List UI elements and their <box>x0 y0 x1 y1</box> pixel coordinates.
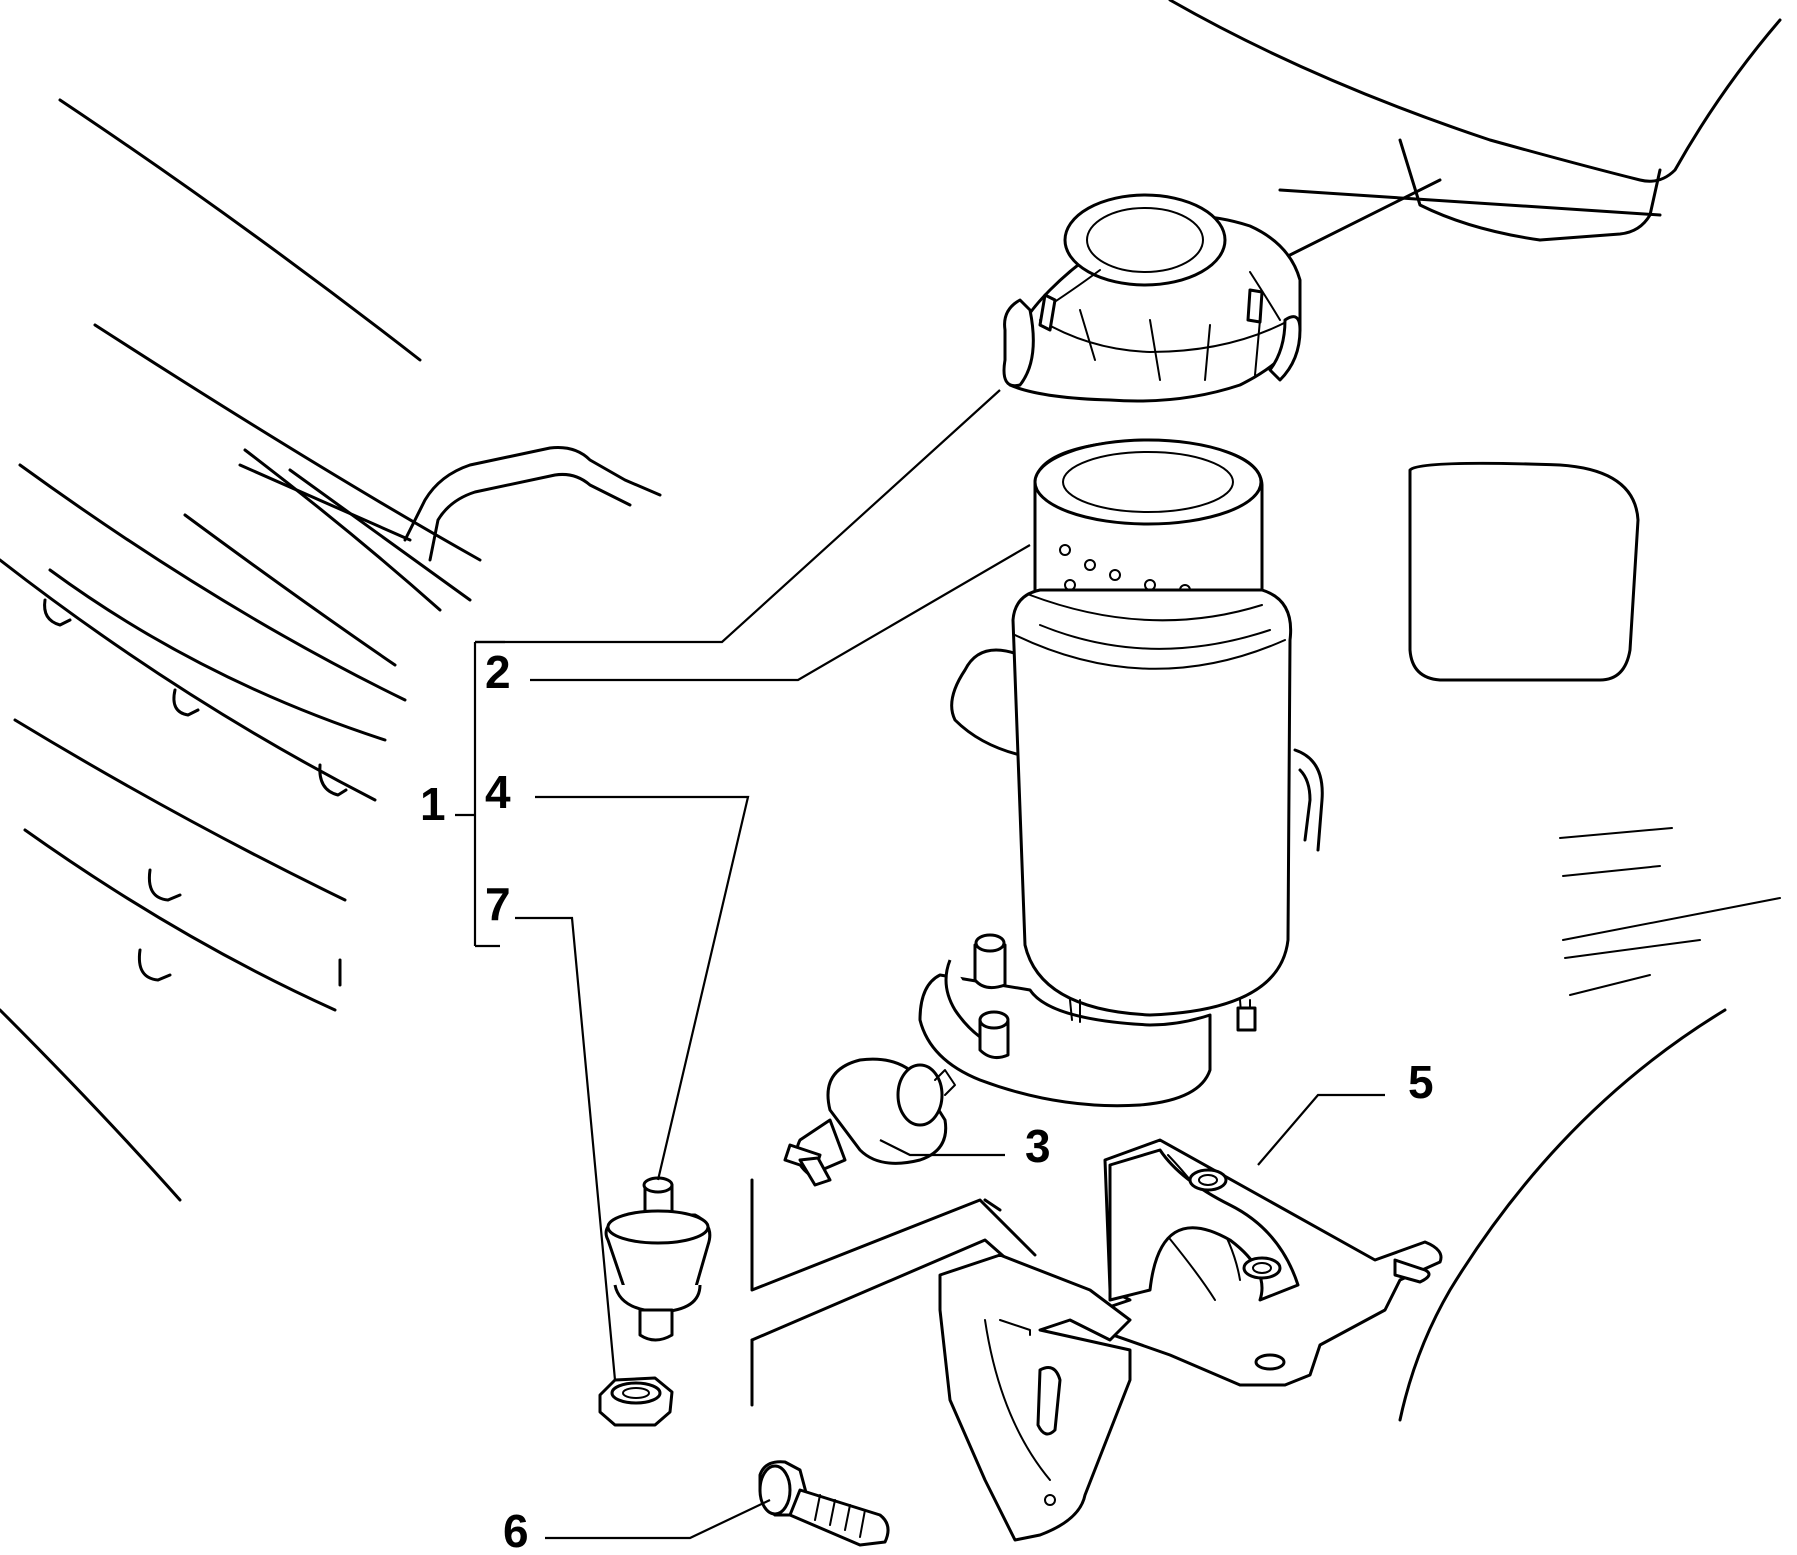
leader-4 <box>535 795 750 1181</box>
callout-1: 1 <box>420 778 446 830</box>
vehicle-body-outline <box>0 0 1782 1422</box>
mounting-bracket <box>938 1138 1443 1542</box>
callout-5: 5 <box>1408 1056 1434 1108</box>
filter-housing <box>918 588 1324 1108</box>
leader-2-cartridge <box>530 544 1031 682</box>
callout-labels: 1 2 4 7 3 5 6 <box>420 646 1434 1555</box>
bolt <box>758 1460 890 1547</box>
leader-2-cover <box>475 389 1001 644</box>
filter-cover <box>1002 193 1302 403</box>
leader-6 <box>545 1499 771 1540</box>
leader-lines <box>455 389 1385 1540</box>
callout-7: 7 <box>485 878 511 930</box>
leader-5 <box>1257 1093 1385 1166</box>
leader-7 <box>515 916 617 1381</box>
pressure-sensor <box>783 1057 956 1187</box>
callout-2: 2 <box>485 646 511 698</box>
callout-3: 3 <box>1025 1120 1051 1172</box>
leader-3 <box>879 1139 1005 1157</box>
rubber-mount <box>604 1176 712 1342</box>
callout-6: 6 <box>503 1505 529 1555</box>
hex-nut <box>598 1376 674 1427</box>
callout-4: 4 <box>485 766 511 818</box>
